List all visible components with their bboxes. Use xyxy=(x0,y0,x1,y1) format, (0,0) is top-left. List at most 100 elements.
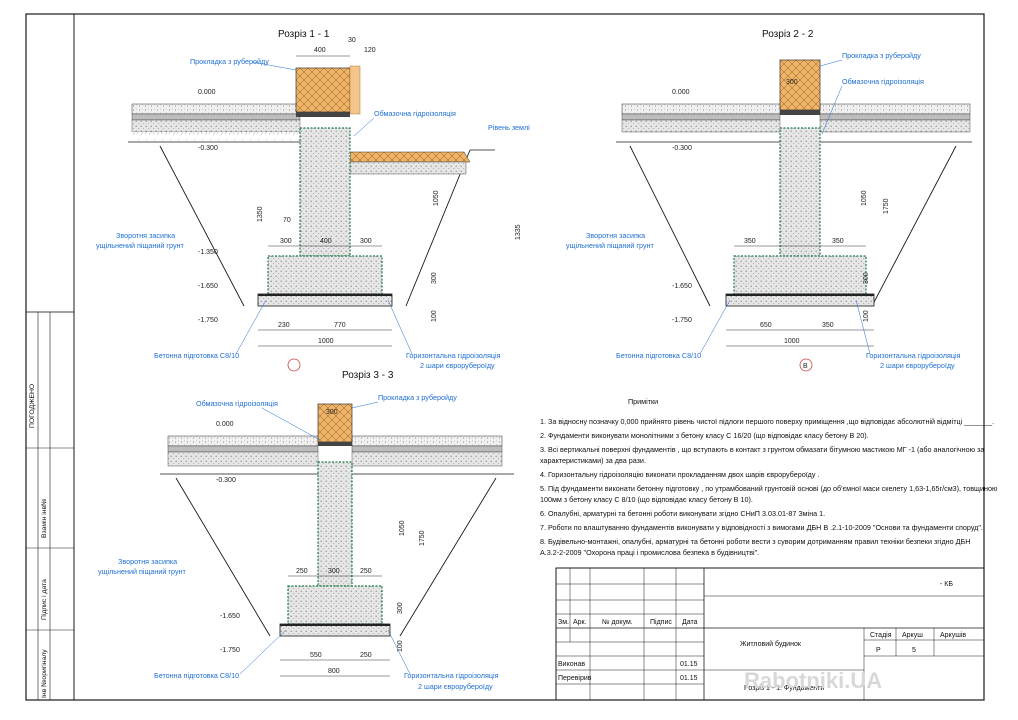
note-item: 3. Всі вертикальні поверхні фундаментів … xyxy=(540,445,984,454)
section-title: Розріз 2 - 2 xyxy=(762,29,814,40)
dim-label: 230 xyxy=(278,322,290,329)
level-label: -0.300 xyxy=(216,477,236,484)
dim-label: 250 xyxy=(360,568,372,575)
dim-label: 1050 xyxy=(861,190,868,206)
note-item: 100мм з бетону класу С 8/10 (що відповід… xyxy=(540,495,753,504)
notes-block: Примітки 1. За відносну позначку 0,000 п… xyxy=(540,397,998,557)
dim-label: 300 xyxy=(397,602,404,614)
dim-label: 300 xyxy=(326,409,338,416)
stamp-date: 01.15 xyxy=(680,661,698,668)
dim-label: 30 xyxy=(348,37,356,44)
dim-label: 100 xyxy=(431,310,438,322)
dim-label: 800 xyxy=(328,668,340,675)
dim-label: 770 xyxy=(334,322,346,329)
callout-label: Горизонтальна гідроізоляція xyxy=(866,351,961,360)
dim-label: 120 xyxy=(364,47,376,54)
level-label: 0.000 xyxy=(198,89,216,96)
dim-label: 1050 xyxy=(399,520,406,536)
callout-label: Обмазочна гідроізоляція xyxy=(374,109,456,118)
section-title: Розріз 1 - 1 xyxy=(278,29,330,40)
level-label: -1.750 xyxy=(198,317,218,324)
callout-label: Обмазочна гідроізоляція xyxy=(842,77,924,86)
dim-label: 1750 xyxy=(419,530,426,546)
callout-label: Бетонна підготовка С8/10 xyxy=(154,671,239,680)
callout-label: Зворотня засипка xyxy=(116,231,175,240)
level-label: -0.300 xyxy=(198,145,218,152)
stamp-role: Перевірив xyxy=(558,674,592,682)
axis-marker-label: В xyxy=(803,363,808,370)
callout-label: Бетонна підготовка С8/10 xyxy=(154,351,239,360)
side-label-replace: Взамін інв№ xyxy=(40,499,48,538)
level-label: 0.000 xyxy=(672,89,690,96)
callout-label: Горизонтальна гідроізоляція xyxy=(404,671,499,680)
dim-label: 400 xyxy=(314,47,326,54)
doc-code: - КБ xyxy=(940,581,953,588)
level-label: -1.650 xyxy=(672,283,692,290)
dim-label: 350 xyxy=(744,238,756,245)
title-block: - КБ Зм. Арк. № докум. Підпис Дата Викон… xyxy=(555,567,985,701)
dim-label: 350 xyxy=(832,238,844,245)
dim-label: 1050 xyxy=(433,190,440,206)
callout-label: Зворотня засипка xyxy=(586,231,645,240)
note-item: 5. Під фундаменти виконати бетонну підго… xyxy=(540,484,998,493)
section-2-2: Розріз 2 - 2 0.000 -0.300 -1.650 -1.750 … xyxy=(566,29,972,372)
sheet-value: 5 xyxy=(912,647,916,654)
level-label: -0.300 xyxy=(672,145,692,152)
note-item: 8. Будівельно-монтажні, опалубні, армату… xyxy=(540,537,970,546)
stamp-role: Виконав xyxy=(558,661,585,668)
dim-label: 1750 xyxy=(883,198,890,214)
side-label-original: Інв №оригіналу xyxy=(40,649,48,698)
callout-label: Рівень землі xyxy=(488,123,530,132)
callout-label: Прокладка з руберойду xyxy=(190,57,269,66)
dim-label: 300 xyxy=(786,79,798,86)
note-item: А.3.2-2-2009 "Охорона праці і промислова… xyxy=(540,548,759,557)
note-item: 7. Роботи по влаштуванню фундаментів вик… xyxy=(540,523,983,532)
level-label: -1.750 xyxy=(220,647,240,654)
dim-label: 300 xyxy=(280,238,292,245)
dim-label: 1000 xyxy=(318,338,334,345)
dim-label: 100 xyxy=(863,310,870,322)
dim-label: 550 xyxy=(310,652,322,659)
dim-label: 350 xyxy=(822,322,834,329)
callout-label: ущільнений піщаний грунт xyxy=(96,241,185,250)
dim-label: 300 xyxy=(360,238,372,245)
level-label: -1.350 xyxy=(198,249,218,256)
axis-marker xyxy=(287,358,301,372)
dim-label: 300 xyxy=(328,568,340,575)
level-label: -1.650 xyxy=(220,613,240,620)
stamp-header: Зм. xyxy=(558,619,569,626)
sheets-label: Аркушів xyxy=(940,631,966,639)
note-item: 1. За відносну позначку 0,000 прийнято р… xyxy=(540,417,994,426)
dim-label: 1000 xyxy=(784,338,800,345)
stage-label: Стадія xyxy=(870,631,892,639)
note-item: 6. Опалубні, арматурні та бетонні роботи… xyxy=(540,509,825,518)
dim-label: 100 xyxy=(397,640,404,652)
note-item: характеристиками) за два рази. xyxy=(540,456,646,465)
dim-label: 1350 xyxy=(257,206,264,222)
dim-label: 300 xyxy=(431,272,438,284)
side-strip: ПОГОДЖЕНО Взамін інв№ Підпис і дата Інв … xyxy=(25,311,75,701)
stamp-date: 01.15 xyxy=(680,675,698,682)
stamp-header: № докум. xyxy=(602,619,633,626)
callout-label: 2 шари єврорубероїду xyxy=(418,682,493,691)
dim-label: 250 xyxy=(296,568,308,575)
dim-label: 1335 xyxy=(515,224,522,240)
axis-marker xyxy=(799,358,813,372)
dim-label: 250 xyxy=(360,652,372,659)
level-label: -1.650 xyxy=(198,283,218,290)
stamp-header: Арк. xyxy=(573,619,587,626)
section-title: Розріз 3 - 3 xyxy=(342,370,394,381)
section-3-3: Розріз 3 - 3 0.000 -0.300 -1.650 -1.750 … xyxy=(98,370,514,691)
callout-label: Горизонтальна гідроізоляція xyxy=(406,351,501,360)
dim-label: 650 xyxy=(760,322,772,329)
dim-label: 300 xyxy=(863,272,870,284)
stamp-header: Дата xyxy=(682,619,698,626)
dim-label: 400 xyxy=(320,238,332,245)
stamp-header: Підпис xyxy=(650,618,672,626)
section-1-1: Розріз 1 - 1 0.000 -0.300 -1.350 -1.650 … xyxy=(96,29,530,372)
callout-label: 2 шари єврорубероїду xyxy=(420,361,495,370)
callout-label: ущільнений піщаний грунт xyxy=(98,567,187,576)
callout-label: ущільнений піщаний грунт xyxy=(566,241,655,250)
side-label-signature: Підпис і дата xyxy=(40,579,48,620)
